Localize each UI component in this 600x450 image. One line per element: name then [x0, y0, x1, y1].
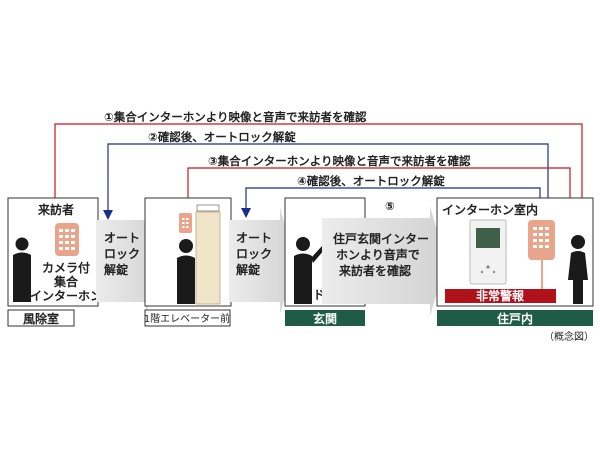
indoor-monitor-icon [469, 219, 507, 285]
panel-dwelling: インターホン室内 非常警報 [436, 197, 594, 307]
indoor-handset-icon [528, 220, 555, 290]
confirm-arrow-line-1: 住戸玄関インター [333, 231, 429, 246]
vestibule-caption-box [7, 309, 75, 327]
flow-line-3 [187, 167, 571, 218]
flow-label-1: ①集合インターホンより映像と音声で来訪者を確認 [104, 110, 367, 124]
vestibule-caption: 風除室 [23, 311, 59, 326]
confirm-arrow: 住戸玄関インター ホンより音声で 来訪者を確認 [322, 206, 446, 316]
autolock-arrow-1-line-1: オート [104, 231, 140, 245]
elevator-intercom-icon [179, 213, 192, 233]
alarm-bar [445, 289, 556, 303]
entrance-caption-box [285, 310, 365, 326]
confirm-arrow-line-2: ホンより音声で [336, 247, 420, 262]
elevator-indicator-icon [196, 204, 220, 212]
flow-label-2: ②確認後、オートロック解錠 [148, 130, 296, 144]
alarm-label: 非常警報 [476, 288, 525, 303]
indoor-intercom-label: インターホン室内 [442, 202, 538, 217]
device-label-line-2: 集合 [53, 274, 79, 289]
autolock-arrow-2: オート ロック 解錠 [229, 208, 296, 314]
dwelling-caption-box [437, 310, 593, 326]
elevator-door-icon [195, 211, 221, 305]
autolock-arrow-1-line-3: 解錠 [104, 262, 128, 277]
concept-note: （概念図） [544, 330, 594, 343]
flow-arrowhead-2 [103, 210, 113, 220]
panel-vestibule: 来訪者 カメラ付 集合 インターホン [7, 197, 102, 307]
camera-intercom-icon [55, 223, 79, 256]
resident-person-icon [568, 235, 588, 304]
autolock-arrow-2-line-1: オート [236, 231, 272, 245]
elevator-person-icon [177, 239, 195, 304]
flow-label-3: ③集合インターホンより映像と音声で来訪者を確認 [208, 154, 471, 168]
flow-label-4: ④確認後、オートロック解錠 [297, 174, 445, 188]
device-label-line-1: カメラ付 [42, 260, 90, 275]
autolock-arrow-2-line-3: 解錠 [236, 262, 260, 277]
autolock-arrow-2-line-2: ロック [236, 247, 272, 261]
visitor-label: 来訪者 [37, 202, 74, 217]
autolock-arrow-1-line-2: ロック [104, 247, 140, 261]
flow-line-1 [54, 123, 583, 218]
step-5-label: ⑤ [385, 199, 395, 213]
dwelling-caption: 住戸内 [497, 311, 533, 326]
device-label-line-3: インターホン [30, 289, 102, 303]
panel-elevator-hall [144, 197, 232, 307]
elevator-caption-box [144, 309, 231, 327]
entrance-caption: 玄関 [313, 311, 337, 326]
visitor-person-icon [13, 237, 31, 302]
confirm-arrow-line-3: 来訪者を確認 [338, 263, 411, 278]
entrance-person-icon [294, 237, 325, 304]
flow-arrowhead-4 [241, 208, 251, 218]
elevator-caption: 1階エレベーター前 [144, 312, 230, 325]
flow-line-2 [107, 143, 549, 214]
